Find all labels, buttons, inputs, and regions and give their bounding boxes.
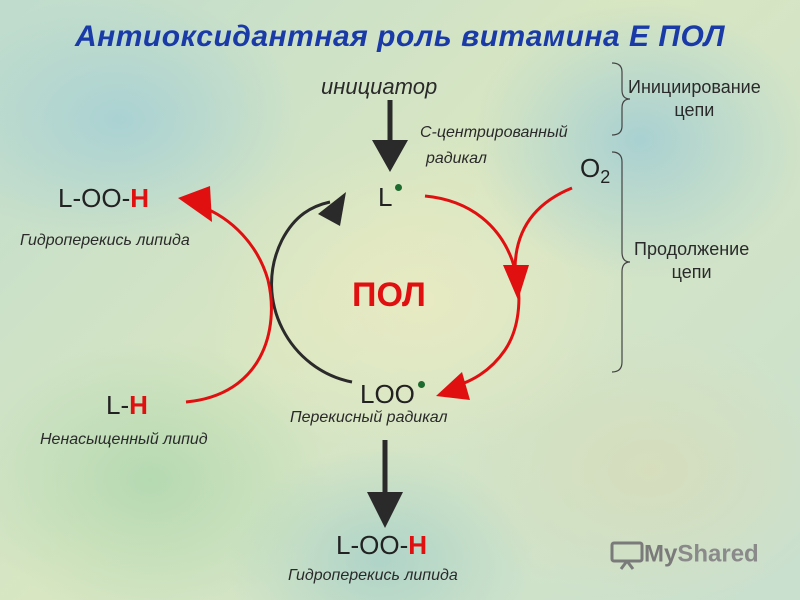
initiation-brace — [611, 62, 631, 136]
termination-arrow — [367, 440, 403, 528]
initiation-line-1: Инициирование — [628, 77, 761, 97]
watermark: MyShared — [610, 540, 759, 570]
hydrogen-transfer-arrow — [178, 186, 273, 404]
propagation-line-2: цепи — [671, 262, 712, 283]
initiation-label: Инициирование цепи — [628, 76, 761, 123]
lipid-hydroperoxide-bottom-caption: Гидроперекись липида — [288, 567, 458, 584]
initiator-label: инициатор — [321, 74, 438, 99]
propagation-label: Продолжение цепи — [634, 238, 749, 285]
hydrogen-atom: H — [129, 390, 148, 420]
oxygen-formula: O2 — [580, 155, 610, 186]
hydrogen-atom: H — [408, 530, 428, 560]
c-radical-label: С-центрированный — [420, 124, 568, 141]
c-radical-label-2: радикал — [426, 150, 487, 167]
l-radical: L — [378, 182, 403, 212]
l-radical-text: L — [378, 182, 393, 212]
formula-prefix: L- — [106, 390, 130, 420]
cycle-return-arrow — [270, 192, 353, 384]
o2-arrow — [503, 186, 573, 300]
peroxy-radical-caption: Перекисный радикал — [290, 409, 448, 426]
watermark-part-2: Shared — [677, 540, 759, 568]
lipid-hydroperoxide-bottom: L-OO-H — [336, 532, 427, 558]
cycle-forward-arrow — [424, 194, 521, 400]
oxygen-symbol: O — [580, 153, 601, 183]
lipid-hydroperoxide-left: L-OO-H — [58, 185, 149, 211]
loo-radical: LOO — [360, 381, 425, 407]
hydrogen-atom: H — [130, 183, 150, 213]
loo-radical-text: LOO — [360, 379, 415, 409]
propagation-line-1: Продолжение — [634, 239, 750, 259]
pol-label: ПОЛ — [352, 276, 426, 314]
unsaturated-lipid-caption: Ненасыщенный липид — [40, 431, 208, 448]
formula-prefix: L-OO- — [336, 530, 409, 560]
formula-prefix: L-OO- — [58, 183, 131, 213]
lipid-hydroperoxide-left-caption: Гидроперекись липида — [20, 232, 190, 249]
initiation-line-2: цепи — [674, 100, 715, 121]
presentation-icon — [610, 541, 644, 570]
page-title: Антиоксидантная роль витамина Е ПОЛ — [74, 20, 726, 53]
initiator-arrow — [372, 100, 408, 172]
radical-dot — [417, 381, 425, 388]
unsaturated-lipid: L-H — [106, 392, 148, 418]
oxygen-subscript: 2 — [600, 167, 611, 188]
propagation-brace — [611, 151, 631, 373]
radical-dot — [395, 184, 403, 191]
watermark-part-1: My — [644, 540, 678, 568]
